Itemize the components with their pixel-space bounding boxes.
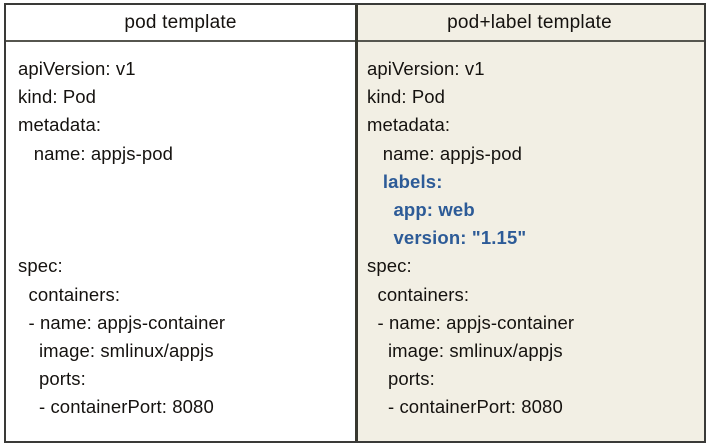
column-header-pod-label-template: pod+label template xyxy=(355,5,704,40)
yaml-line: name: appjs-pod xyxy=(367,142,523,164)
yaml-line: ports: xyxy=(18,368,86,390)
yaml-line: kind: Pod xyxy=(367,86,446,108)
column-body-pod-label-template: apiVersion: v1 kind: Pod metadata: name: a… xyxy=(355,42,704,441)
yaml-line: - containerPort: 8080 xyxy=(367,396,563,418)
yaml-blank-line xyxy=(18,196,355,224)
yaml-line: apiVersion: v1 xyxy=(367,58,485,79)
column-body-pod-template: apiVersion: v1 kind: Pod metadata: name: a… xyxy=(6,42,355,441)
table-header-row: pod template pod+label template xyxy=(6,5,704,42)
yaml-blank-line xyxy=(18,168,355,196)
yaml-line: name: appjs-pod xyxy=(18,142,174,164)
table-body-row: apiVersion: v1 kind: Pod metadata: name: a… xyxy=(6,42,704,441)
yaml-line: - name: appjs-container xyxy=(18,311,226,333)
comparison-table: pod template pod+label template apiVersi… xyxy=(4,3,706,443)
yaml-block-pod-label-template: apiVersion: v1 kind: Pod metadata: name: a… xyxy=(367,55,704,421)
yaml-line: version: "1.15" xyxy=(367,227,527,249)
yaml-line: spec: xyxy=(367,255,412,277)
yaml-line: app: web xyxy=(367,198,475,220)
yaml-line: - name: appjs-container xyxy=(367,311,575,333)
yaml-line: image: smlinux/appjs xyxy=(18,339,214,361)
yaml-line: labels: xyxy=(367,170,443,192)
yaml-line: apiVersion: v1 xyxy=(18,58,136,79)
yaml-block-pod-template: apiVersion: v1 kind: Pod metadata: name: a… xyxy=(18,55,355,421)
yaml-line: spec: xyxy=(18,255,63,277)
yaml-line: containers: xyxy=(367,283,470,305)
yaml-line: ports: xyxy=(367,368,435,390)
yaml-line: containers: xyxy=(18,283,121,305)
yaml-blank-line xyxy=(18,224,355,252)
yaml-line: - containerPort: 8080 xyxy=(18,396,214,418)
yaml-line: image: smlinux/appjs xyxy=(367,339,563,361)
yaml-line: metadata: xyxy=(18,114,102,136)
yaml-line: metadata: xyxy=(367,114,451,136)
column-divider xyxy=(355,5,358,441)
yaml-line: kind: Pod xyxy=(18,86,97,108)
column-header-pod-template: pod template xyxy=(6,5,355,40)
